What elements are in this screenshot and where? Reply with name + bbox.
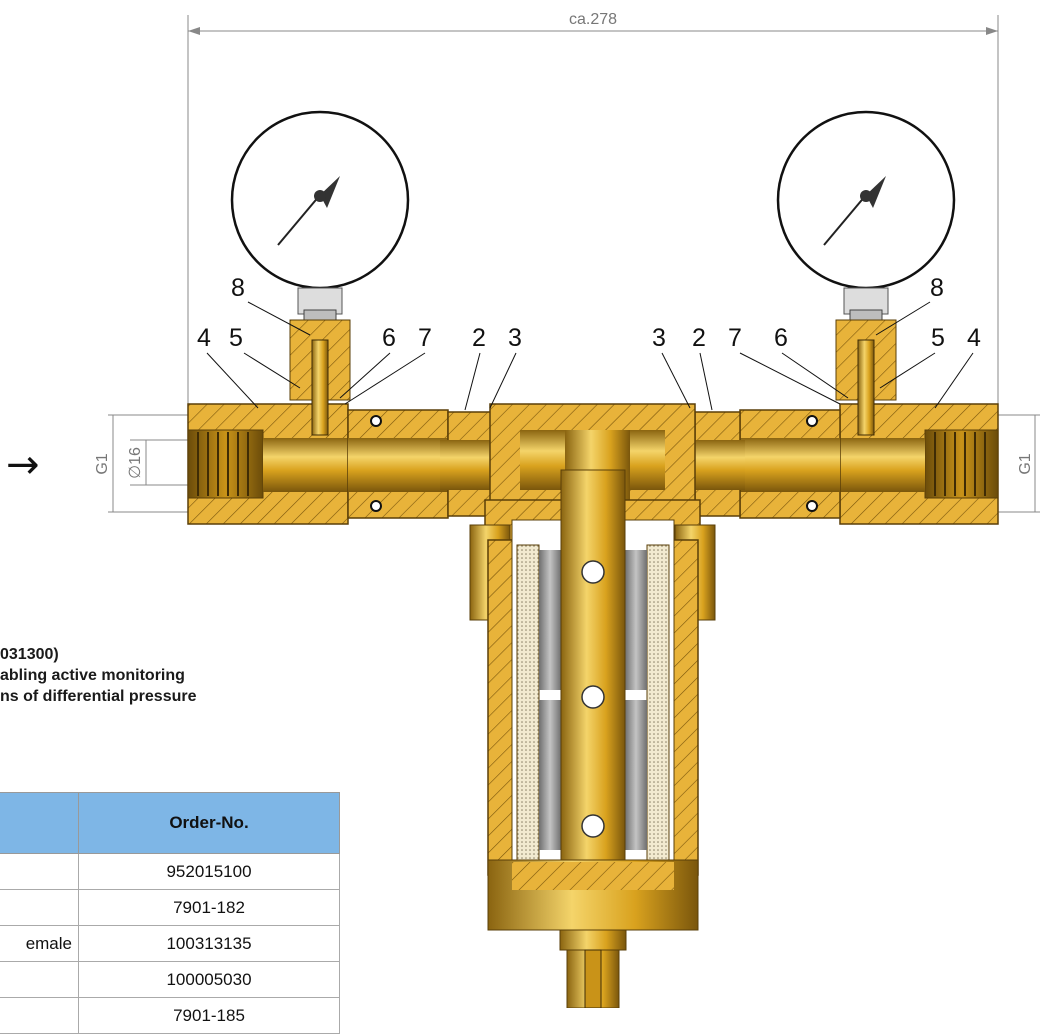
caption-line-3: ns of differential pressure [0,688,197,705]
callout-5-left: 5 [229,324,243,352]
callout-2-left: 2 [472,324,486,352]
callout-2-right: 2 [692,324,706,352]
flow-direction-arrow-icon: → [6,442,40,488]
table-header-row: Order-No. [0,792,340,854]
callout-7-right: 7 [728,324,742,352]
thread-dimension-left: G1 ∅16 [94,414,188,513]
filter-cross-section-drawing: ca.278 G1 ∅16 G1 [94,11,1040,1008]
callout-5-right: 5 [931,324,945,352]
thread-label-right: G1 [1017,453,1034,474]
table-cell-description: emale [0,925,79,962]
table-row: 7901-185 [0,997,340,1034]
caption-line-1: 031300) [0,646,59,663]
callout-7-left: 7 [418,324,432,352]
table-header-order-no: Order-No. [78,792,340,854]
callout-4-left: 4 [197,324,211,352]
order-table: Order-No. 952015100 7901-182 emale 10031… [0,792,340,1034]
table-cell-order-no: 952015100 [78,853,340,890]
table-cell-description [0,997,79,1034]
filter-bowl [487,469,699,1008]
caption-line-2: abling active monitoring [0,667,185,684]
pressure-gauge-left [230,110,410,436]
table-cell-description [0,853,79,890]
table-cell-order-no: 7901-185 [78,997,340,1034]
table-cell-order-no: 100005030 [78,961,340,998]
callout-6-right: 6 [774,324,788,352]
callouts-left: 4 5 8 6 7 2 3 [197,274,522,411]
table-header-description [0,792,79,854]
table-cell-order-no: 100313135 [78,925,340,962]
table-row: 100005030 [0,961,340,998]
pressure-gauge-right [776,110,956,436]
callout-8-left: 8 [231,274,245,302]
callout-4-right: 4 [967,324,981,352]
union-left [347,409,530,519]
callouts-right: 3 2 7 6 8 5 4 [652,274,981,411]
table-cell-order-no: 7901-182 [78,889,340,926]
bore-label: ∅16 [127,447,144,479]
caption: 031300) abling active monitoring ns of d… [0,644,197,707]
overall-dimension: ca.278 [187,11,999,410]
overall-dimension-label: ca.278 [569,11,617,28]
callout-3-left: 3 [508,324,522,352]
table-cell-description [0,961,79,998]
table-row: 952015100 [0,853,340,890]
callout-6-left: 6 [382,324,396,352]
callout-8-right: 8 [930,274,944,302]
table-cell-description [0,889,79,926]
table-row: emale 100313135 [0,925,340,962]
thread-dimension-right: G1 [998,414,1040,513]
table-row: 7901-182 [0,889,340,926]
thread-label-left: G1 [94,453,111,474]
callout-3-right: 3 [652,324,666,352]
